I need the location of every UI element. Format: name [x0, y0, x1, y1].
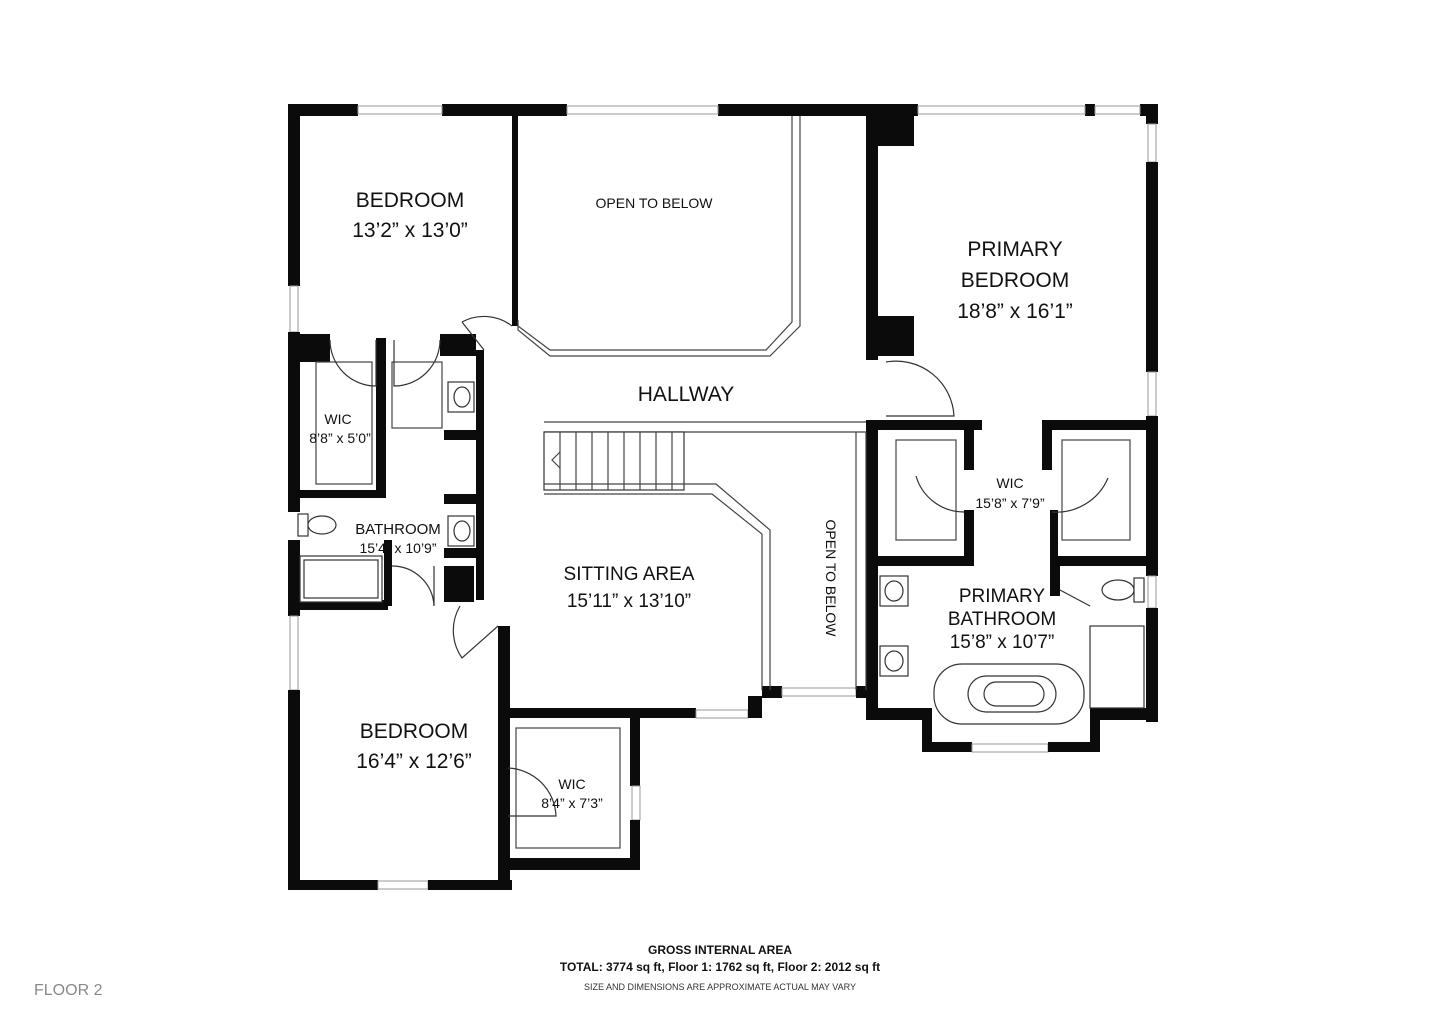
fixtures	[297, 381, 1145, 725]
sitting-area-name: SITTING AREA	[564, 564, 695, 585]
footer-disclaimer: SIZE AND DIMENSIONS ARE APPROXIMATE ACTU…	[584, 982, 856, 992]
wic-left-dims: 8’8” x 5’0”	[309, 430, 371, 446]
bedroom-top-name: BEDROOM	[356, 189, 465, 212]
footer-heading: GROSS INTERNAL AREA	[647, 943, 792, 957]
bathroom-name: BATHROOM	[355, 521, 441, 538]
toilet-icon	[1133, 577, 1145, 603]
primary-bathroom-name2: BATHROOM	[948, 609, 1056, 630]
floor-label: FLOOR 2	[34, 982, 103, 999]
wic-bottom-name: WIC	[558, 776, 585, 792]
primary-bedroom-name2: BEDROOM	[961, 269, 1070, 292]
sitting-area-dims: 15’11” x 13’10”	[567, 591, 691, 612]
primary-bedroom-dims: 18’8” x 16’1”	[957, 300, 1073, 323]
open-to-below-top-label: OPEN TO BELOW	[596, 195, 714, 211]
interior-lines	[315, 116, 1131, 849]
doors	[329, 315, 1109, 817]
hallway-label: HALLWAY	[638, 383, 734, 406]
stairs	[543, 431, 685, 491]
room-labels: BEDROOM 13’2” x 13’0” OPEN TO BELOW PRIM…	[309, 189, 1073, 811]
footer-total-area: TOTAL: 3774 sq ft, Floor 1: 1762 sq ft, …	[559, 960, 881, 974]
primary-bedroom-name1: PRIMARY	[967, 238, 1062, 261]
shower-icon	[1089, 625, 1145, 709]
wic-primary-name: WIC	[996, 475, 1023, 491]
bedroom-bottom-dims: 16’4” x 12’6”	[356, 750, 472, 773]
toilet-icon	[297, 513, 309, 537]
primary-bathroom-name1: PRIMARY	[959, 586, 1046, 607]
wic-left-name: WIC	[324, 411, 351, 427]
bedroom-bottom-name: BEDROOM	[360, 720, 469, 743]
bathroom-dims: 15’4” x 10’9”	[359, 540, 436, 556]
bedroom-top-dims: 13’2” x 13’0”	[352, 219, 468, 242]
wic-primary-dims: 15’8” x 7’9”	[975, 495, 1045, 511]
wic-bottom-dims: 8’4” x 7’3”	[541, 795, 603, 811]
walls	[288, 104, 1158, 890]
open-to-below-side-label: OPEN TO BELOW	[823, 520, 839, 638]
primary-bathroom-dims: 15’8” x 10’7”	[950, 632, 1055, 653]
